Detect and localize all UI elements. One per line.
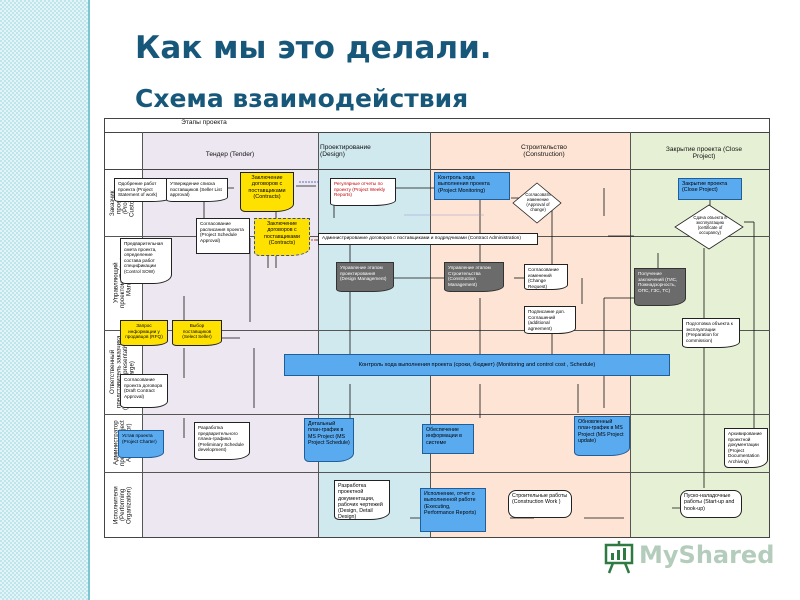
header-stages: Этапы проекта [181, 119, 227, 126]
node-weekly-reports: Регулярные отчеты по проекту (Project We… [330, 178, 396, 206]
lane-sep-3 [104, 414, 770, 415]
decision-approval-label: Согласовать изменение (Approval of chang… [525, 193, 551, 212]
node-design-management: Управление этапом проектирования (Design… [336, 262, 394, 292]
slide-subtitle: Схема взаимодействия [135, 84, 469, 113]
node-preparation-commission: Подготовка объекта к эксплуатации (Prepa… [682, 318, 740, 348]
node-select-seller: Выбор поставщиков (Select Seller) [172, 320, 222, 346]
node-seller-list-approval: Утверждение списка поставщиков (Seller L… [166, 178, 228, 202]
node-monitoring-cost-schedule: Контроль хода выполнения проекта (сроки,… [284, 354, 670, 376]
lane-sep-4 [104, 472, 770, 473]
node-preliminary-sow: Предварительная смета проекта, определен… [120, 238, 172, 284]
divider-1 [318, 132, 319, 538]
phase-label-close: Закрытие проекта (Close Project) [665, 146, 743, 161]
node-contracts: Заключение договоров с поставщиками (Con… [240, 172, 294, 212]
divider-3 [630, 132, 631, 538]
node-schedule-approval: Согласование расписания проекта (Project… [196, 218, 250, 254]
diamond-shape-1 [512, 182, 562, 224]
watermark-logo: MyShared [603, 537, 774, 577]
node-system-information: Обеспечение информации в системе [422, 424, 474, 454]
watermark-text: MyShared [639, 541, 775, 569]
decision-occupancy-label: Сдача объекта в эксплуатацию (certificat… [693, 216, 727, 235]
node-construction-work: Строительные работы (Construction Work ) [508, 490, 572, 518]
left-stripe-edge [88, 0, 90, 600]
node-change-request: Согласование изменений (Change Request) [524, 264, 568, 290]
left-decorative-stripe [0, 0, 88, 600]
phase-label-construction: Строительство (Construction) [521, 144, 567, 159]
node-ms-project-schedule: Детальный план-график в MS Project (MS P… [304, 418, 354, 462]
node-preliminary-schedule: Разработка предварительного плана-график… [194, 422, 250, 460]
node-close-project: Закрытие проекта (Close Project) [678, 178, 742, 200]
divider-2 [430, 132, 431, 538]
node-startup-hookup: Пуско-наладочные работы (Start-up and ho… [680, 490, 742, 518]
node-contract-administration: Администрирование договоров с поставщика… [318, 233, 538, 245]
node-statement-of-work: Одобрение работ проекта (Project Stateme… [114, 178, 172, 202]
diagram-frame [104, 118, 770, 538]
diamond-shape-2 [674, 204, 744, 250]
phase-label-tender: Тендер (Tender) [205, 151, 255, 158]
lane-sep-2 [104, 330, 770, 331]
node-design-detail: Разработка проектной документации, рабоч… [334, 480, 390, 520]
presentation-board-icon [604, 541, 634, 574]
node-receive-conclusions: Получение заключений (ГИС, Пожнадзорност… [634, 268, 686, 306]
slide-title: Как мы это делали. [135, 30, 492, 66]
node-ms-project-update: Обновленный план-график в MS Project (MS… [574, 416, 630, 456]
node-rfq: Запрос информации у продавцов (RFQ) [120, 320, 168, 346]
process-diagram: Этапы проекта Тендер (Tender) Проектиров… [104, 118, 770, 540]
node-project-charter: Устав проекта (Project Charter) [118, 430, 164, 458]
node-contracts-dashed: Заключение договоров с поставщиками (Con… [254, 218, 310, 256]
node-project-monitoring: Контроль хода выполнения проекта (Projec… [434, 172, 510, 200]
decision-occupancy: Сдача объекта в эксплуатацию (certificat… [674, 204, 744, 250]
node-construction-management: Управление этапом Строительства (Constru… [444, 262, 504, 292]
node-additional-agreement: Подписание доп. Соглашений (additional a… [524, 306, 576, 334]
node-draft-contract-approval: Согласование проекта договора (Draft Con… [120, 374, 168, 408]
phase-label-design: Проектирование (Design) [320, 144, 371, 159]
decision-approval-of-change: Согласовать изменение (Approval of chang… [512, 182, 562, 224]
node-documentation-archiving: Архивирование проектной документации (Pr… [724, 428, 768, 468]
header-line [104, 132, 770, 133]
header-grid [104, 118, 770, 170]
node-executing-reports: Исполнение, отчет о выполненной работе (… [420, 488, 486, 532]
